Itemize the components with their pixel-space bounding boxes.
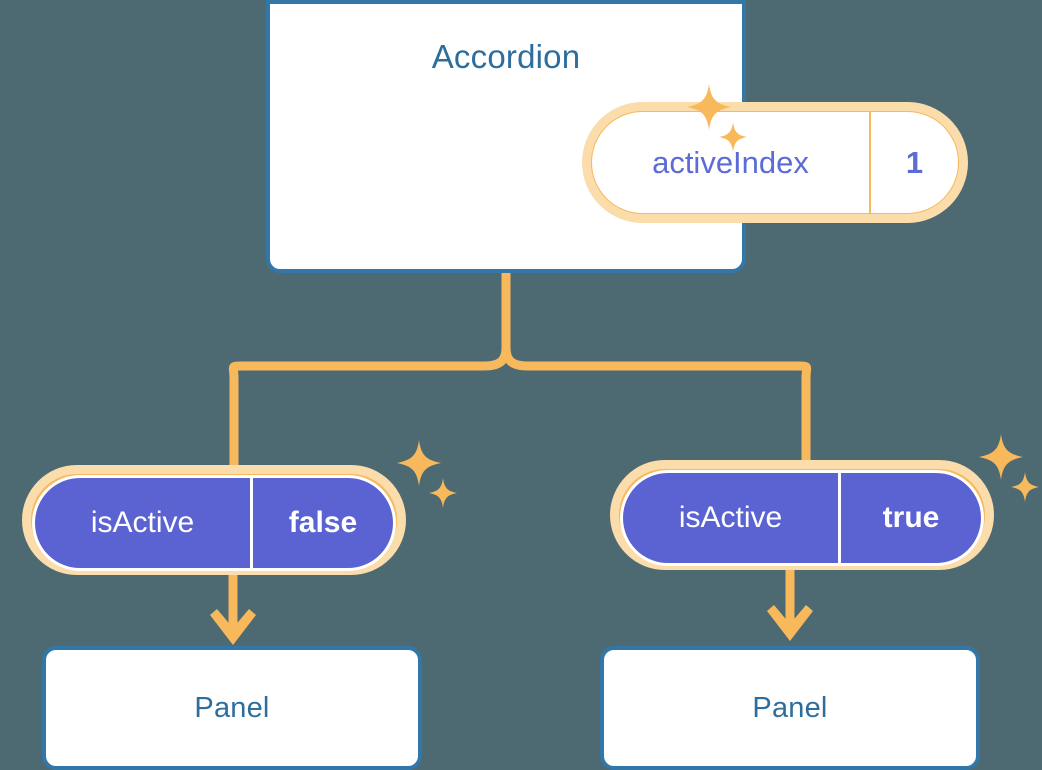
sparkle-small-icon: [1011, 472, 1039, 502]
panel-card-left[interactable]: Panel: [42, 646, 422, 770]
state-pill-is-active-false[interactable]: isActive false: [22, 465, 406, 575]
state-pill-value-is-active-left: false: [250, 478, 393, 568]
state-pill-is-active-true[interactable]: isActive true: [610, 460, 994, 570]
accordion-component-card[interactable]: Accordion activeIndex 1: [266, 0, 968, 273]
accordion-card-title: Accordion: [431, 38, 581, 75]
panel-card-left-title: Panel: [194, 691, 270, 724]
sparkle-small-icon: [429, 478, 457, 508]
sparkle-group-left: [396, 440, 458, 517]
state-pill-key-active-index: activeIndex: [652, 144, 809, 180]
state-pill-key-is-active-left: isActive: [90, 506, 195, 539]
sparkle-large-icon: [979, 434, 1023, 480]
arrowhead-left: [210, 609, 256, 645]
state-pill-value-active-index: 1: [869, 112, 958, 213]
connector-trunk-fork: [228, 273, 511, 475]
panel-card-right-title: Panel: [752, 691, 828, 724]
state-pill-key-is-active-right: isActive: [678, 501, 783, 534]
state-pill-active-index[interactable]: activeIndex 1: [582, 102, 968, 223]
panel-card-right[interactable]: Panel: [600, 646, 980, 770]
state-pill-inner: isActive false: [32, 475, 396, 571]
state-pill-inner: isActive true: [620, 470, 984, 566]
sparkle-large-icon: [397, 440, 441, 486]
connector-fork-right: [501, 347, 812, 470]
state-pill-value-is-active-right: true: [838, 473, 981, 563]
arrowhead-right: [767, 605, 813, 641]
state-pill-inner: activeIndex 1: [592, 112, 958, 213]
